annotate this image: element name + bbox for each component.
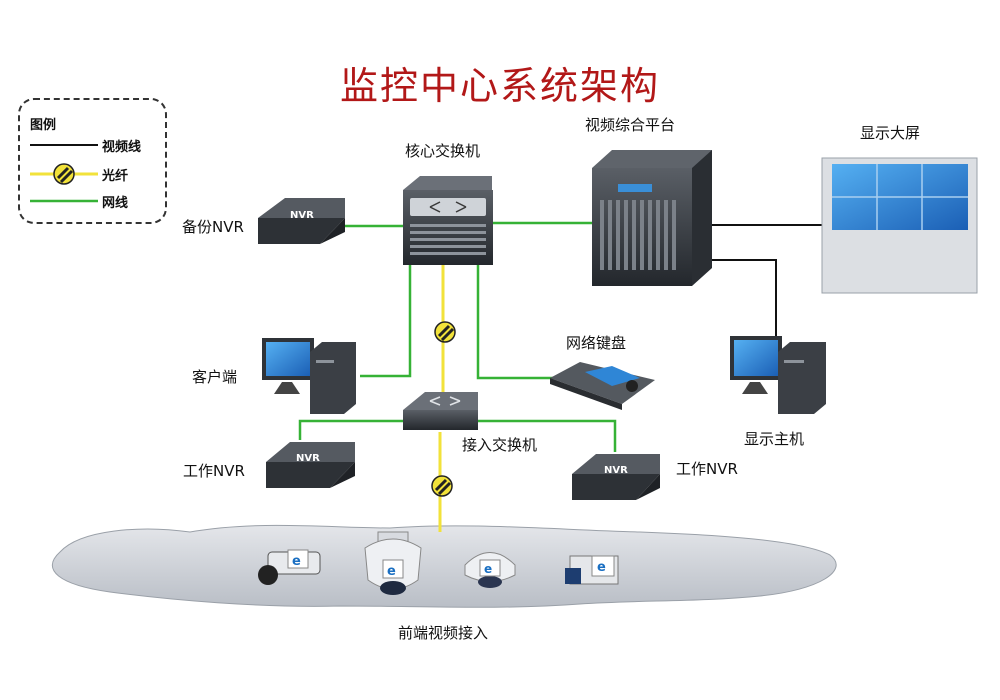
backup-nvr-text: NVR	[290, 210, 314, 221]
label-access-switch: 接入交换机	[462, 436, 538, 454]
legend-title: 图例	[30, 118, 57, 133]
access-switch-device	[403, 392, 478, 430]
legend-item-network-line: 网线	[102, 196, 129, 211]
work-nvr-right-device	[572, 454, 660, 500]
svg-text:e: e	[597, 560, 606, 575]
video-platform-device	[592, 150, 712, 286]
core-switch-device	[403, 176, 493, 265]
label-video-platform: 视频综合平台	[585, 116, 676, 134]
net-line-keyboard	[476, 262, 555, 380]
svg-text:e: e	[292, 554, 301, 569]
work-nvr-left-text: NVR	[296, 453, 320, 464]
display-host-device	[730, 336, 826, 414]
camera-ptz-device: e	[364, 531, 422, 595]
work-nvr-right-text: NVR	[604, 465, 628, 476]
label-network-keyboard: 网络键盘	[566, 334, 627, 352]
net-line-client	[360, 265, 412, 378]
backup-nvr-device	[258, 198, 345, 244]
big-screen-device	[821, 157, 978, 294]
net-line-nvr-right	[470, 419, 617, 452]
label-big-screen: 显示大屏	[860, 124, 921, 142]
label-client: 客户端	[192, 368, 238, 386]
label-core-switch: 核心交换机	[405, 142, 481, 160]
camera-bullet-device: e	[258, 549, 321, 585]
work-nvr-left-device	[266, 442, 355, 488]
video-line-display-host	[712, 259, 777, 348]
label-work-nvr-right: 工作NVR	[676, 460, 738, 478]
svg-text:e: e	[484, 562, 492, 576]
client-device	[262, 338, 356, 414]
network-keyboard-device	[550, 362, 655, 410]
camera-dome-device: e	[464, 552, 516, 588]
label-display-host: 显示主机	[744, 430, 805, 448]
label-work-nvr-left: 工作NVR	[183, 462, 245, 480]
legend-item-video-line: 视频线	[102, 140, 142, 155]
legend-box: 图例 视频线 光纤 网线	[18, 98, 167, 224]
network-lines	[298, 221, 617, 452]
video-lines	[712, 224, 826, 348]
net-line-nvr-left	[298, 419, 440, 440]
label-front-video: 前端视频接入	[398, 624, 489, 642]
svg-text:e: e	[387, 564, 396, 579]
legend-item-fiber: 光纤	[102, 169, 129, 184]
fiber-icon-upper	[433, 320, 457, 344]
front-end-cloud	[51, 524, 837, 608]
legend-swatches	[30, 144, 98, 203]
legend-fiber-icon	[52, 162, 76, 186]
page-title: 监控中心系统架构	[339, 64, 660, 108]
fiber-icon-lower	[430, 474, 454, 498]
camera-box-device: e	[565, 555, 619, 585]
label-backup-nvr: 备份NVR	[182, 218, 244, 236]
